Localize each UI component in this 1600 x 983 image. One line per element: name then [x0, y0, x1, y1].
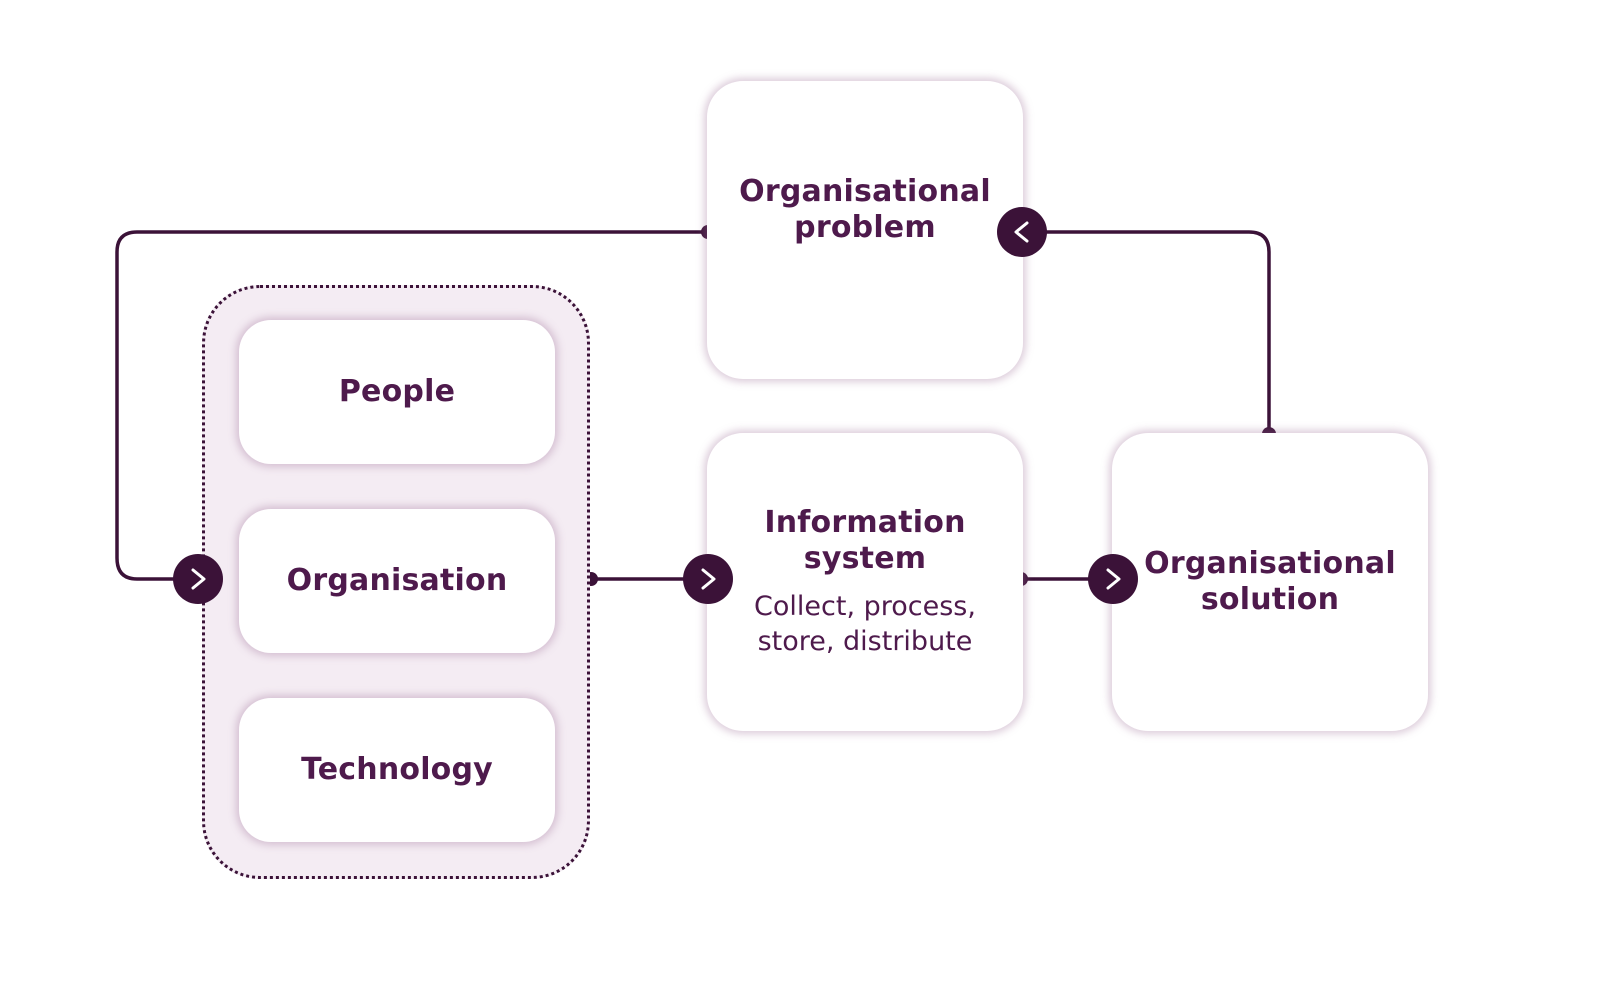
card-information-system-title: Information system	[764, 505, 966, 576]
card-technology: Technology	[239, 698, 555, 842]
chevron-right-icon	[173, 554, 223, 604]
chevron-left-icon	[997, 207, 1047, 257]
card-information-system-description: Collect, process, store, distribute	[754, 591, 976, 657]
connector-problem-to-group	[115, 230, 708, 581]
card-organisational-solution: Organisational solution	[1112, 433, 1428, 731]
chevron-right-icon	[1088, 554, 1138, 604]
card-people: People	[239, 320, 555, 464]
card-organisational-problem: Organisational problem	[707, 81, 1023, 379]
card-organisation-label: Organisation	[286, 563, 508, 598]
card-technology-label: Technology	[301, 752, 493, 787]
card-organisational-problem-title: Organisational problem	[739, 174, 991, 245]
card-information-system: Information system Collect, process, sto…	[707, 433, 1023, 731]
chevron-right-icon	[683, 554, 733, 604]
card-people-label: People	[338, 374, 456, 409]
card-organisational-solution-title: Organisational solution	[1144, 546, 1396, 617]
connector-solution-to-problem	[1022, 230, 1271, 434]
card-organisation: Organisation	[239, 509, 555, 653]
